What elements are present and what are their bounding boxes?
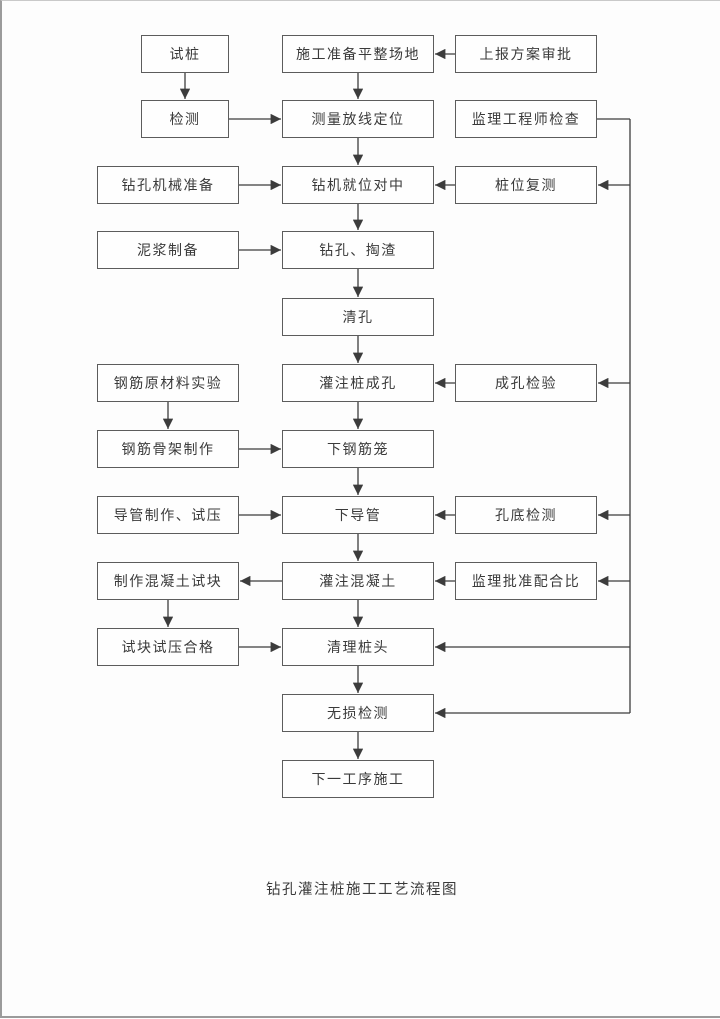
- node-rig-positioning: 钻机就位对中: [282, 166, 434, 204]
- node-mix-ratio-approval: 监理批准配合比: [455, 562, 597, 600]
- node-supervisor-check: 监理工程师检查: [455, 100, 597, 138]
- node-drilling-slag: 钻孔、掏渣: [282, 231, 434, 269]
- node-pour-concrete: 灌注混凝土: [282, 562, 434, 600]
- node-test-pile: 试桩: [141, 35, 229, 73]
- node-rebar-material-test: 钢筋原材料实验: [97, 364, 239, 402]
- node-drill-rig-prep: 钻孔机械准备: [97, 166, 239, 204]
- node-site-prep: 施工准备平整场地: [282, 35, 434, 73]
- node-lower-rebar-cage: 下钢筋笼: [282, 430, 434, 468]
- node-concrete-test-block: 制作混凝土试块: [97, 562, 239, 600]
- node-hole-bottom-check: 孔底检测: [455, 496, 597, 534]
- node-pile-hole-formed: 灌注桩成孔: [282, 364, 434, 402]
- node-slurry-prep: 泥浆制备: [97, 231, 239, 269]
- node-survey-layout: 测量放线定位: [282, 100, 434, 138]
- node-hole-inspection: 成孔检验: [455, 364, 597, 402]
- diagram-caption: 钻孔灌注桩施工工艺流程图: [266, 882, 458, 898]
- node-hole-cleaning: 清孔: [282, 298, 434, 336]
- node-test-block-pass: 试块试压合格: [97, 628, 239, 666]
- node-pile-position-recheck: 桩位复测: [455, 166, 597, 204]
- node-ndt: 无损检测: [282, 694, 434, 732]
- node-plan-approval: 上报方案审批: [455, 35, 597, 73]
- node-lower-tremie: 下导管: [282, 496, 434, 534]
- node-pile-head-clean: 清理桩头: [282, 628, 434, 666]
- node-rebar-cage-fab: 钢筋骨架制作: [97, 430, 239, 468]
- node-tremie-fab: 导管制作、试压: [97, 496, 239, 534]
- node-inspection: 检测: [141, 100, 229, 138]
- node-next-process: 下一工序施工: [282, 760, 434, 798]
